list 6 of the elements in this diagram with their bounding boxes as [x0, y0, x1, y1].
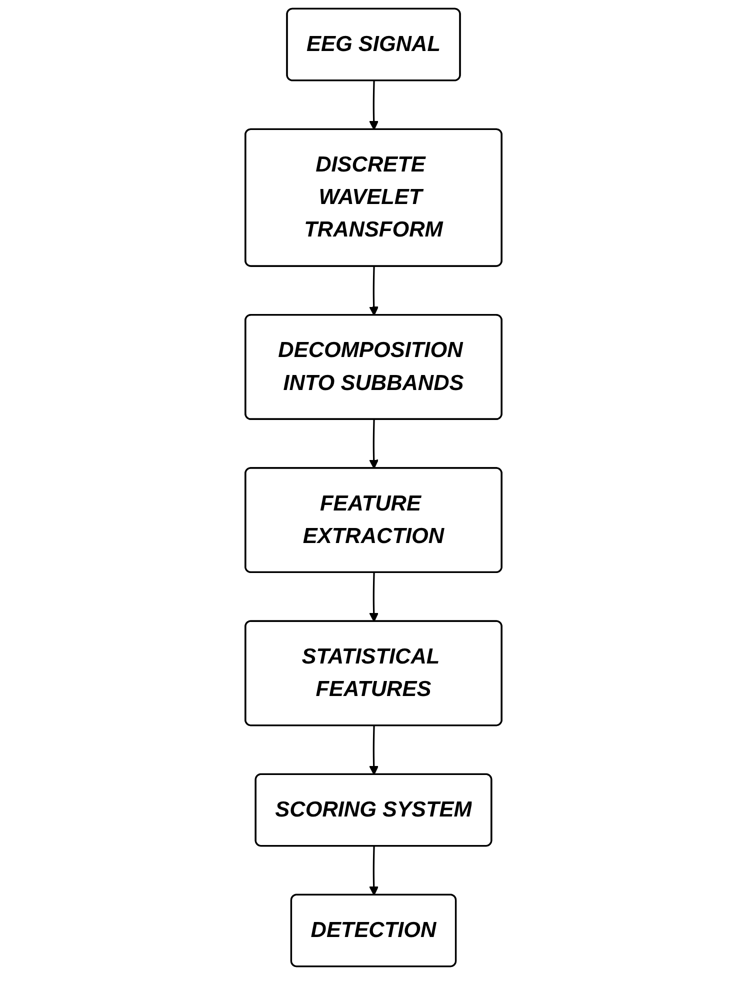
arrow — [369, 572, 379, 622]
arrow — [369, 846, 379, 896]
arrow — [369, 80, 379, 130]
arrow — [369, 420, 379, 469]
arrow — [369, 266, 379, 316]
arrow — [369, 726, 379, 776]
